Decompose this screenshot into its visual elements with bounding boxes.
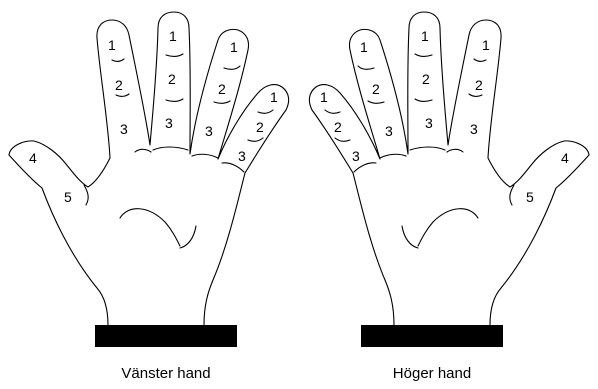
right-thumb-joint-4: 4 [561, 150, 569, 166]
right-ring-joint-2: 2 [372, 81, 380, 97]
left-pinky-joint-1: 1 [270, 89, 278, 105]
left-pinky-joint-2: 2 [256, 119, 264, 135]
right-middle-joint-1: 1 [421, 28, 429, 44]
right-hand-outline [309, 12, 589, 325]
right-hand [309, 12, 589, 325]
left-hand-caption: Vänster hand [121, 365, 210, 382]
right-ring-joint-3: 3 [385, 123, 393, 139]
left-hand-outline [9, 12, 289, 325]
left-thumb-joint-5: 5 [64, 189, 72, 205]
left-index-joint-1: 1 [108, 37, 116, 53]
right-middle-joint-2: 2 [422, 71, 430, 87]
right-index-joint-3: 3 [470, 121, 478, 137]
left-middle-joint-2: 2 [168, 71, 176, 87]
left-ring-joint-1: 1 [230, 39, 238, 55]
left-hand [9, 12, 289, 325]
right-wristband [361, 325, 503, 347]
right-pinky-joint-2: 2 [334, 119, 342, 135]
left-index-joint-3: 3 [120, 121, 128, 137]
right-index-joint-1: 1 [482, 37, 490, 53]
right-hand-caption: Höger hand [393, 365, 471, 382]
left-ring-joint-3: 3 [205, 123, 213, 139]
right-ring-joint-1: 1 [360, 39, 368, 55]
right-thumb-joint-5: 5 [526, 189, 534, 205]
right-pinky-joint-3: 3 [352, 148, 360, 164]
right-index-joint-2: 2 [475, 77, 483, 93]
left-middle-joint-3: 3 [165, 115, 173, 131]
left-wristband [95, 325, 237, 347]
left-pinky-joint-3: 3 [238, 148, 246, 164]
left-thumb-joint-4: 4 [29, 150, 37, 166]
left-middle-joint-1: 1 [169, 28, 177, 44]
right-pinky-joint-1: 1 [320, 89, 328, 105]
left-ring-joint-2: 2 [218, 81, 226, 97]
right-middle-joint-3: 3 [425, 115, 433, 131]
left-index-joint-2: 2 [115, 77, 123, 93]
